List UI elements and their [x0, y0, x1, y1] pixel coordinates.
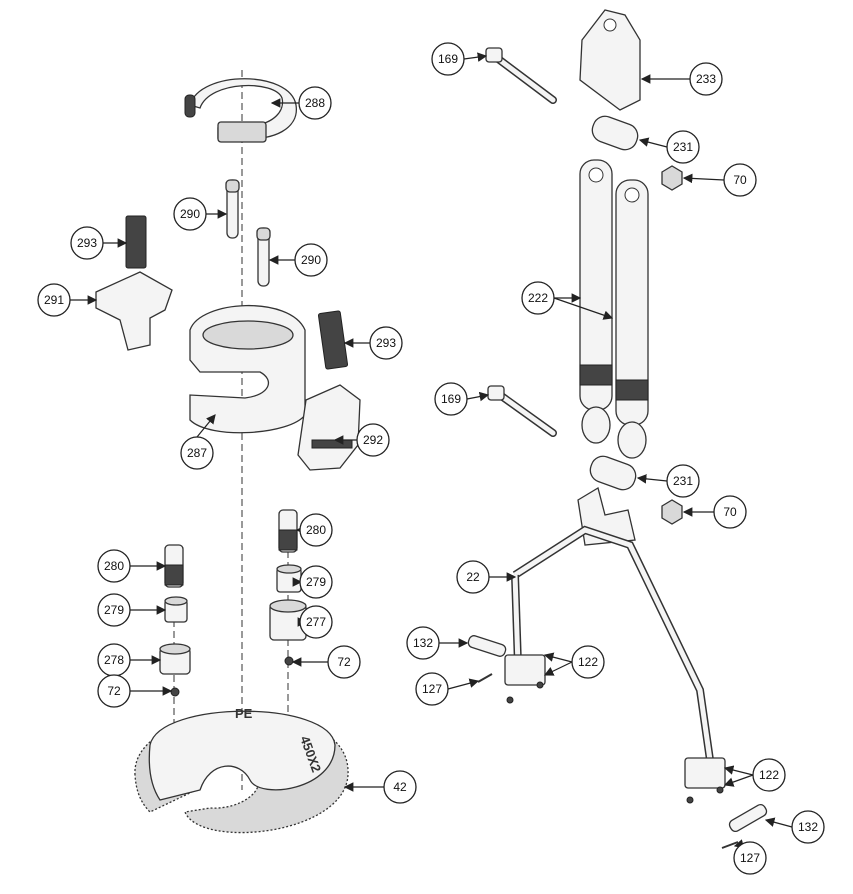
part-bolt-169a: [485, 47, 557, 104]
callout-288: 288: [298, 86, 332, 120]
svg-text:278: 278: [104, 653, 124, 667]
callout-122b: 122: [752, 758, 786, 792]
callout-169b: 169: [434, 382, 468, 416]
callout-70b: 70: [713, 495, 747, 529]
leader-lines: [70, 52, 793, 849]
svg-text:122: 122: [759, 768, 779, 782]
svg-text:287: 287: [187, 446, 207, 460]
part-stud-280b: [278, 509, 298, 553]
engraving-logo: PE: [235, 706, 253, 721]
svg-text:169: 169: [441, 392, 461, 406]
part-ball-72b: [170, 687, 180, 697]
part-pin-290a: [225, 179, 240, 239]
part-ring-gear-42: PE 450X2: [134, 706, 349, 834]
callout-280b: 280: [299, 513, 333, 547]
callout-231a: 231: [666, 130, 700, 164]
part-pin-290b: [256, 227, 271, 287]
svg-text:280: 280: [306, 523, 326, 537]
part-jaw-insert-293a: [125, 215, 147, 269]
svg-text:70: 70: [723, 505, 737, 519]
part-roller-278: [159, 643, 191, 675]
svg-text:231: 231: [673, 140, 693, 154]
callout-70a: 70: [723, 163, 757, 197]
svg-text:22: 22: [466, 570, 480, 584]
part-frame-22: [504, 486, 726, 804]
svg-text:288: 288: [305, 96, 325, 110]
part-sleeve-231a: [591, 115, 639, 151]
callout-279a: 279: [97, 593, 131, 627]
svg-text:127: 127: [740, 851, 760, 865]
callout-127a: 127: [415, 672, 449, 706]
svg-text:122: 122: [578, 655, 598, 669]
part-split-ring-287: [189, 304, 306, 434]
callout-280a: 280: [97, 549, 131, 583]
callout-290b: 290: [294, 243, 328, 277]
svg-text:293: 293: [376, 336, 396, 350]
part-cotter-127a: [477, 673, 493, 683]
part-sleeve-231b: [589, 455, 637, 491]
part-bolt-169b: [487, 385, 557, 437]
part-clamp-band: [184, 78, 297, 143]
callout-222: 222: [521, 281, 555, 315]
part-cylinder-222: [579, 159, 649, 459]
svg-text:290: 290: [180, 207, 200, 221]
svg-text:279: 279: [104, 603, 124, 617]
part-ball-72a: [284, 656, 294, 666]
callout-277: 277: [299, 605, 333, 639]
svg-text:169: 169: [438, 52, 458, 66]
callout-279b: 279: [299, 565, 333, 599]
callout-72a: 72: [327, 645, 361, 679]
svg-text:233: 233: [696, 72, 716, 86]
part-clevis-233: [579, 9, 641, 111]
callout-291: 291: [37, 283, 71, 317]
part-nut-70a: [661, 165, 683, 191]
part-roller-277: [269, 599, 307, 641]
callout-132a: 132: [406, 626, 440, 660]
callout-287: 287: [180, 436, 214, 470]
svg-text:280: 280: [104, 559, 124, 573]
svg-text:279: 279: [306, 575, 326, 589]
callout-292: 292: [356, 423, 390, 457]
callout-293a: 293: [70, 226, 104, 260]
callout-231b: 231: [666, 464, 700, 498]
part-pin-132b: [728, 803, 768, 833]
svg-text:290: 290: [301, 253, 321, 267]
callout-122a: 122: [571, 645, 605, 679]
callout-290a: 290: [173, 197, 207, 231]
callout-127b: 127: [733, 841, 767, 875]
svg-text:72: 72: [337, 655, 351, 669]
svg-text:72: 72: [107, 684, 121, 698]
part-bushing-279a: [164, 596, 188, 623]
svg-text:222: 222: [528, 291, 548, 305]
svg-text:127: 127: [422, 682, 442, 696]
part-cotter-127b: [721, 841, 739, 849]
callout-278: 278: [97, 643, 131, 677]
callout-22: 22: [456, 560, 490, 594]
svg-text:132: 132: [798, 820, 818, 834]
part-pin-132a: [467, 635, 507, 657]
part-jaw-holder-291: [95, 271, 173, 351]
part-bushing-279b: [276, 564, 302, 593]
part-nut-70b: [661, 499, 683, 525]
part-jaw-insert-293b: [317, 310, 349, 370]
callout-42: 42: [383, 770, 417, 804]
callout-72b: 72: [97, 674, 131, 708]
svg-text:231: 231: [673, 474, 693, 488]
svg-text:132: 132: [413, 636, 433, 650]
callout-293b: 293: [369, 326, 403, 360]
svg-text:292: 292: [363, 433, 383, 447]
svg-text:42: 42: [393, 780, 407, 794]
part-stud-280a: [164, 544, 184, 588]
callout-233: 233: [689, 62, 723, 96]
svg-text:277: 277: [306, 615, 326, 629]
callout-169a: 169: [431, 42, 465, 76]
svg-text:291: 291: [44, 293, 64, 307]
callout-132b: 132: [791, 810, 825, 844]
svg-text:293: 293: [77, 236, 97, 250]
part-jaw-holder-292: [297, 384, 361, 471]
svg-text:70: 70: [733, 173, 747, 187]
